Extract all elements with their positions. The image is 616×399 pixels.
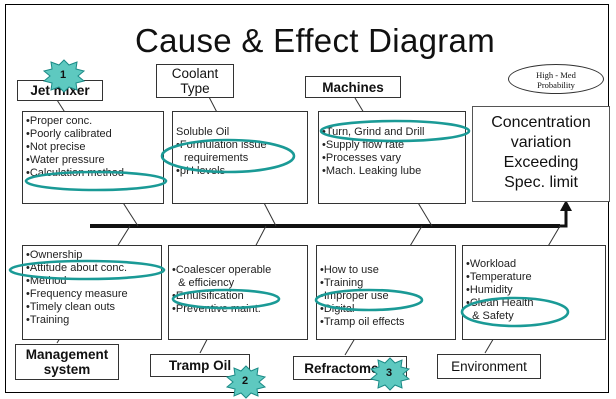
causes-machines: •Turn, Grind and Drill •Supply flow rate… — [318, 111, 466, 204]
cause-item: •Workload — [466, 258, 517, 270]
star-number-1: 1 — [60, 69, 67, 81]
cause-item: •Water pressure — [26, 154, 105, 166]
star-badges — [42, 59, 411, 399]
spine-arrow-bend — [560, 209, 568, 228]
highlight-oval-formulation — [160, 138, 296, 174]
highlight-oval-attitude — [8, 259, 166, 281]
label-machines: Machines — [305, 76, 401, 98]
label-tramp-oil: Tramp Oil — [150, 354, 250, 377]
cause-item: & Safety — [466, 310, 514, 322]
highlight-oval-calculation — [24, 170, 168, 192]
cause-item: •Training — [26, 314, 70, 326]
label-environment: Environment — [437, 354, 541, 379]
cause-item: •Proper conc. — [26, 115, 93, 127]
cause-item: •Temperature — [466, 271, 532, 283]
cause-item: •Not precise — [26, 141, 86, 153]
causes-tramp-oil: •Coalescer operable & efficiency •Emulsi… — [168, 245, 308, 340]
star-number-2: 2 — [242, 375, 249, 387]
cause-item: Soluble Oil — [176, 126, 230, 138]
cause-item: •Poorly calibrated — [26, 128, 112, 140]
cause-item: requirements — [184, 152, 249, 164]
cause-item: •Mach. Leaking lube — [322, 165, 422, 177]
spine-arrowhead — [560, 200, 572, 211]
cause-item: •Coalescer operable — [172, 264, 272, 276]
cause-item: •Processes vary — [322, 152, 402, 164]
star-badge-2-icon — [225, 365, 267, 399]
star-badge-3-icon — [369, 357, 411, 391]
highlight-oval-turn-grind — [319, 119, 471, 143]
probability-note: High - Med Probability — [508, 64, 604, 94]
highlight-oval-clean-health — [460, 296, 570, 328]
star-number-3: 3 — [386, 367, 393, 379]
cause-item: •Timely clean outs — [26, 301, 116, 313]
highlight-oval-emulsification — [171, 288, 281, 310]
cause-item: •Ownership — [26, 249, 83, 261]
label-management-system: Management system — [15, 344, 119, 380]
star-badge-1-icon — [42, 59, 86, 93]
cause-item: •How to use — [320, 264, 379, 276]
cause-item: •Attitude about conc. — [26, 262, 128, 274]
cause-item: •Humidity — [466, 284, 513, 296]
cause-item: •Training — [320, 277, 364, 289]
effect-box: Concentration variation Exceeding Spec. … — [472, 106, 610, 202]
highlight-oval-improper-use — [314, 288, 424, 312]
cause-item: & efficiency — [172, 277, 235, 289]
page-title: Cause & Effect Diagram — [135, 22, 495, 59]
cause-item: •Tramp oil effects — [320, 316, 405, 328]
cause-item: •Turn, Grind and Drill — [322, 126, 425, 138]
cause-item: •Frequency measure — [26, 288, 128, 300]
label-coolant-type: Coolant Type — [156, 64, 234, 98]
